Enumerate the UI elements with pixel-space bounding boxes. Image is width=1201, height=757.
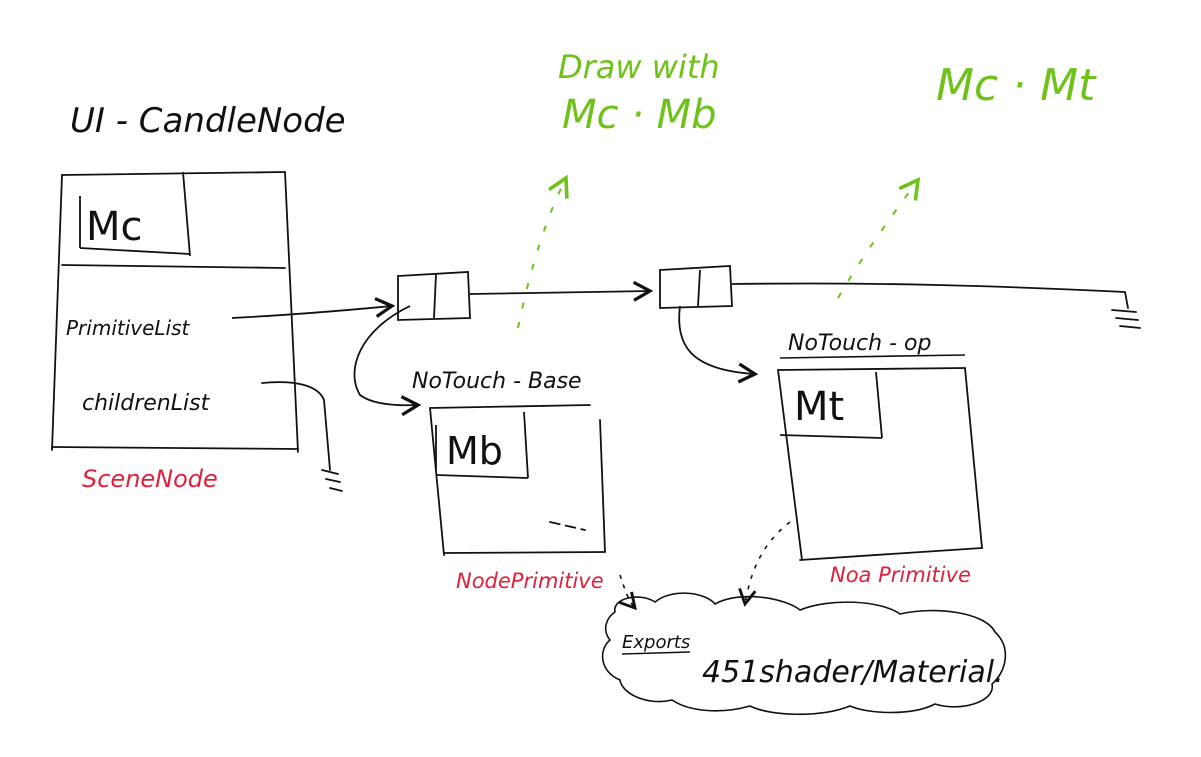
notouch-op-title: NoTouch - op — [788, 331, 931, 356]
mt-label: Mt — [794, 384, 844, 430]
node-primitive-box — [429, 404, 606, 556]
draw-with-note: Draw with — [558, 48, 720, 86]
cell2-to-notouch-op-arrow — [678, 305, 759, 384]
mc-mt-note: Mc · Mt — [936, 60, 1097, 111]
green-pointer-to-mc-mb — [517, 174, 569, 329]
node-primitive-label: NodePrimitive — [456, 569, 604, 593]
mc-label: Mc — [86, 204, 143, 250]
mt-inner-box — [779, 371, 883, 439]
cell1-to-cell2-arrow — [469, 280, 654, 302]
list-end-ground-icon — [1111, 291, 1141, 329]
exports-label: Exports — [622, 632, 690, 653]
noa-primitive-label: Noa Primitive — [830, 563, 971, 587]
mb-inner-box — [435, 411, 529, 479]
node-primitive-to-exports-pointer — [619, 574, 637, 611]
exports-underline — [621, 651, 691, 655]
children-list-label: childrenList — [82, 391, 211, 416]
ui-candle-node-title: UI - CandleNode — [70, 101, 346, 141]
primitive-list-arrow — [231, 297, 396, 319]
list-cell-1 — [397, 271, 471, 321]
noa-primitive-to-exports-pointer — [738, 521, 791, 607]
scene-node-label: SceneNode — [82, 465, 218, 493]
mc-inner-box — [79, 171, 191, 257]
children-list-pointer — [261, 381, 343, 492]
cell2-next-line — [731, 282, 1126, 293]
notouch-base-title: NoTouch - Base — [412, 369, 582, 394]
cell1-to-notouch-base-arrow — [353, 305, 422, 417]
notouch-op-underline — [779, 354, 966, 359]
shader-material-label: 451shader/Material. — [702, 655, 1004, 690]
noa-primitive-box — [777, 367, 983, 561]
mc-mb-note: Mc · Mb — [562, 92, 717, 138]
exports-cloud — [601, 592, 1007, 716]
mb-label: Mb — [446, 429, 503, 473]
list-cell-2 — [659, 265, 733, 309]
primitive-list-label: PrimitiveList — [66, 316, 191, 340]
scene-node-box — [51, 171, 299, 453]
green-pointer-to-mc-mt — [837, 177, 921, 299]
